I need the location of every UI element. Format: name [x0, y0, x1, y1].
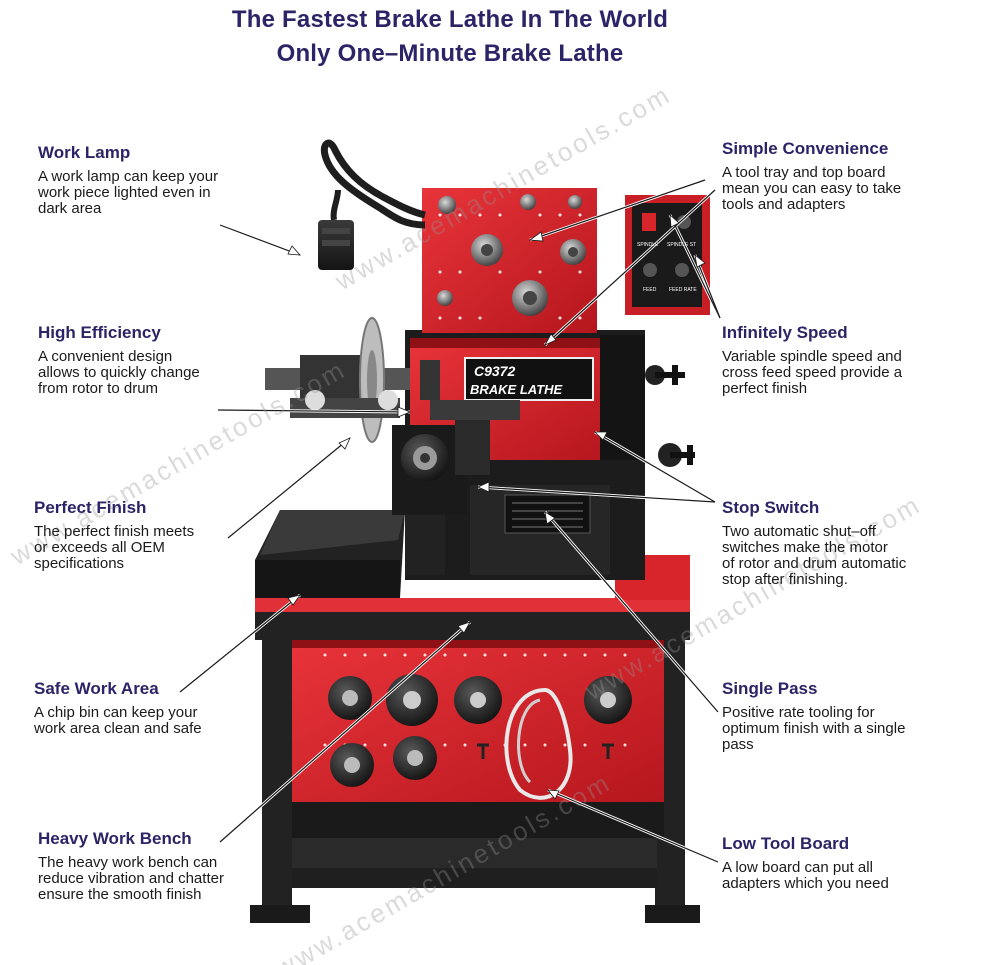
panel-label-feed: FEED: [643, 287, 657, 293]
callout-line: specifications: [34, 555, 125, 572]
heading-line-2: Only One–Minute Brake Lathe: [276, 40, 624, 67]
leader-arrowheads: [287, 214, 706, 800]
callout-safe-work-area: Safe Work Area A chip bin can keep your …: [34, 679, 284, 737]
spindle-arbor: [265, 317, 410, 443]
panel-label-spindle: SPINDLE: [637, 242, 659, 248]
low-tool-board: [292, 640, 664, 838]
callout-title: Stop Switch: [722, 498, 820, 517]
cross-feed-head: [392, 400, 520, 575]
callout-single-pass: Single Pass Positive rate tooling for op…: [722, 679, 972, 753]
callout-line: tools and adapters: [722, 196, 846, 213]
callout-title: Infinitely Speed: [722, 323, 848, 342]
callout-line: or exceeds all OEM: [34, 539, 165, 556]
model-number-text: C9372: [474, 363, 515, 379]
callout-line: Positive rate tooling for: [722, 704, 875, 721]
callout-line: A convenient design: [38, 348, 173, 365]
callout-high-efficiency: High Efficiency A convenient design allo…: [38, 323, 288, 397]
callout-line: of rotor and drum automatic: [722, 555, 907, 572]
chip-bin: [255, 510, 405, 598]
callout-line: Variable spindle speed and: [722, 348, 902, 365]
panel-label-spindle-st: SPINDLE ST: [667, 242, 696, 248]
callout-line: A low board can put all: [722, 859, 873, 876]
heading-line-1: The Fastest Brake Lathe In The World: [231, 6, 669, 33]
work-bench: [250, 555, 700, 923]
work-lamp: [318, 139, 426, 270]
machine-name-text: BRAKE LATHE: [470, 382, 563, 397]
callout-title: Single Pass: [722, 679, 818, 698]
callout-line: switches make the motor: [722, 539, 888, 556]
callout-line: stop after finishing.: [722, 571, 848, 588]
callout-simple-convenience: Simple Convenience A tool tray and top b…: [722, 139, 972, 213]
callout-line: A work lamp can keep your: [38, 168, 219, 185]
callout-line: cross feed speed provide a: [722, 364, 903, 381]
callout-title: Perfect Finish: [34, 498, 147, 517]
callout-line: mean you can easy to take: [722, 180, 902, 197]
callout-line: reduce vibration and chatter: [38, 870, 224, 887]
callout-title: Safe Work Area: [34, 679, 159, 698]
callout-line: A chip bin can keep your: [34, 704, 198, 721]
callout-line: adapters which you need: [722, 875, 889, 892]
callout-title: Work Lamp: [38, 143, 131, 162]
callout-infinitely-speed: Infinitely Speed Variable spindle speed …: [722, 323, 972, 397]
callout-stop-switch: Stop Switch Two automatic shut–off switc…: [722, 498, 972, 588]
callout-line: from rotor to drum: [38, 380, 159, 397]
panel-label-feed-rate: FEED RATE: [669, 287, 697, 293]
callout-line: perfect finish: [722, 380, 808, 397]
callout-line: dark area: [38, 200, 102, 217]
top-tool-board: [422, 188, 597, 333]
callout-line: A tool tray and top board: [722, 164, 886, 181]
callout-title: Heavy Work Bench: [38, 829, 192, 848]
callout-line: work piece lighted even in: [38, 184, 211, 201]
callout-heavy-work-bench: Heavy Work Bench The heavy work bench ca…: [38, 829, 288, 903]
control-panel: [625, 195, 710, 315]
callout-title: Low Tool Board: [722, 834, 850, 853]
callout-line: Two automatic shut–off: [722, 523, 876, 540]
callout-title: High Efficiency: [38, 323, 161, 342]
callout-line: optimum finish with a single: [722, 720, 906, 737]
callout-work-lamp: Work Lamp A work lamp can keep your work…: [38, 143, 288, 217]
leader-lines: [179, 179, 721, 863]
callout-low-tool-board: Low Tool Board A low board can put all a…: [722, 834, 972, 892]
callout-line: The perfect finish meets: [34, 523, 195, 540]
callout-line: The heavy work bench can: [38, 854, 218, 871]
callout-line: pass: [722, 736, 754, 753]
callout-title: Simple Convenience: [722, 139, 889, 158]
callout-line: ensure the smooth finish: [38, 886, 202, 903]
callout-line: allows to quickly change: [38, 364, 200, 381]
callout-line: work area clean and safe: [34, 720, 202, 737]
callout-perfect-finish: Perfect Finish The perfect finish meets …: [34, 498, 284, 572]
